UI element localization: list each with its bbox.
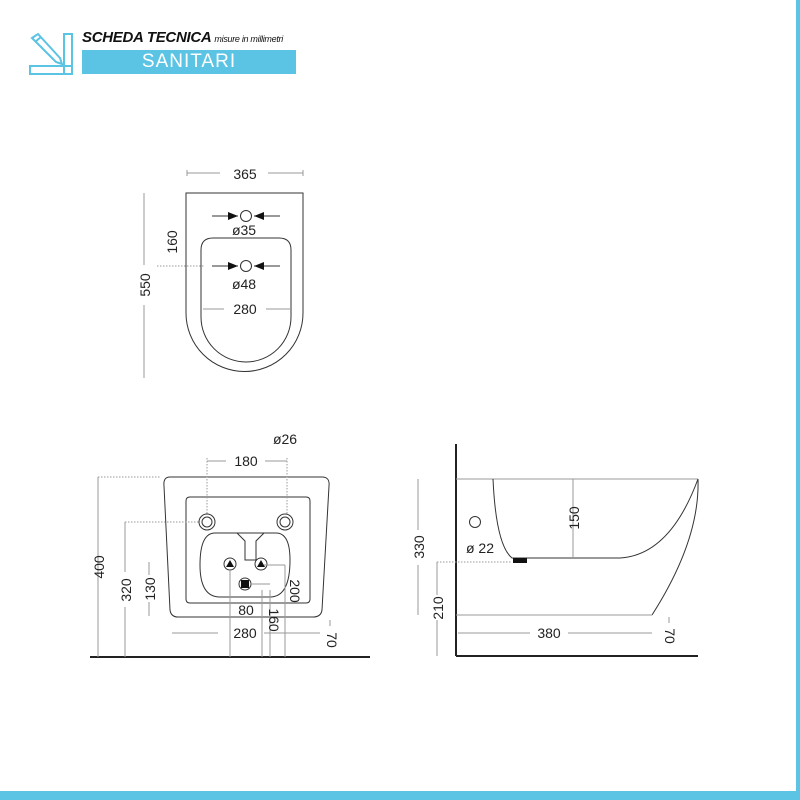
category-banner: SANITARI: [82, 50, 296, 74]
side-view: 150 ø 22 330 210 380 70: [411, 444, 699, 657]
dim-tap-hole: ø35: [232, 222, 256, 238]
dim-length: 550: [137, 273, 153, 297]
dim-70: 70: [662, 628, 678, 644]
top-view: 365 550 160 ø35 ø48 280: [137, 166, 304, 378]
dim-drain-height: 130: [142, 577, 158, 601]
title-text: SCHEDA TECNICA: [82, 29, 212, 46]
subtitle-text: misure in millimetri: [214, 34, 283, 44]
dim-width: 280: [233, 625, 257, 641]
dim-bowl-depth: 150: [566, 506, 582, 530]
dim-pipe-height: 320: [118, 578, 134, 602]
dim-height: 400: [91, 555, 107, 579]
dim-pipe-diameter: ø26: [273, 431, 297, 447]
dim-depth: 380: [537, 625, 561, 641]
dim-160: 160: [266, 608, 282, 632]
dim-width: 365: [233, 166, 257, 182]
ruler-pencil-logo-icon: [28, 32, 76, 83]
dim-outlet-height: 210: [430, 596, 446, 620]
dim-200: 200: [287, 579, 303, 603]
bottom-accent-bar: [0, 791, 800, 800]
dim-height: 330: [411, 535, 427, 559]
right-accent-bar: [796, 0, 800, 800]
rear-view: ø26 180 400 320 130 200 80 160 280 70: [90, 431, 370, 658]
dim-pipe-spacing: 180: [234, 453, 258, 469]
dim-bowl-width: 280: [233, 301, 257, 317]
dim-hole-offset: 160: [164, 230, 180, 254]
dim-80: 80: [238, 602, 254, 618]
dim-drain: ø48: [232, 276, 256, 292]
dim-70: 70: [324, 632, 340, 648]
dim-hole: ø 22: [466, 540, 494, 556]
